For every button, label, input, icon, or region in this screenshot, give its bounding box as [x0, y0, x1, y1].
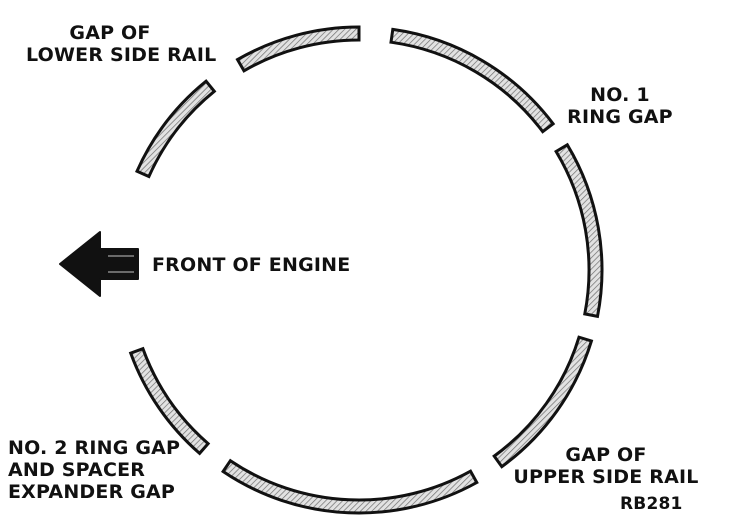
no1-ring-gap-line-2: RING GAP [567, 106, 673, 128]
gap-lower-side-rail-line-2: LOWER SIDE RAIL [26, 44, 217, 66]
arrow-body [59, 231, 139, 297]
ring-segment-top-right [389, 27, 556, 134]
ring-segment-lower-left [128, 346, 211, 456]
arrow-left-icon [59, 231, 139, 297]
gap-upper-side-rail-label: GAP OF UPPER SIDE RAIL [508, 444, 704, 488]
ring-segment-lower-right [492, 335, 594, 469]
gap-upper-side-rail-line-1: GAP OF [565, 444, 647, 466]
no2-ring-gap-line-3: EXPANDER GAP [8, 481, 176, 503]
gap-lower-side-rail-label: GAP OF LOWER SIDE RAIL [26, 22, 217, 66]
no2-ring-gap-label: NO. 2 RING GAP AND SPACER EXPANDER GAP [8, 437, 208, 503]
no1-ring-gap-label: NO. 1 RING GAP [560, 84, 680, 128]
gap-upper-side-rail-line-2: UPPER SIDE RAIL [513, 466, 699, 488]
ring-segments [128, 25, 604, 515]
no2-ring-gap-line-2: AND SPACER [8, 459, 146, 481]
ring-segment-top-left [235, 25, 361, 73]
ring-segment-bottom [221, 458, 479, 515]
front-of-engine-label: FRONT OF ENGINE [152, 254, 351, 276]
ring-segment-upper-left [135, 79, 217, 179]
gap-lower-side-rail-line-1: GAP OF [69, 22, 151, 44]
figure-reference: RB281 [620, 494, 683, 514]
no2-ring-gap-line-1: NO. 2 RING GAP [8, 437, 181, 459]
ring-segment-right [554, 142, 604, 319]
no1-ring-gap-line-1: NO. 1 [590, 84, 650, 106]
